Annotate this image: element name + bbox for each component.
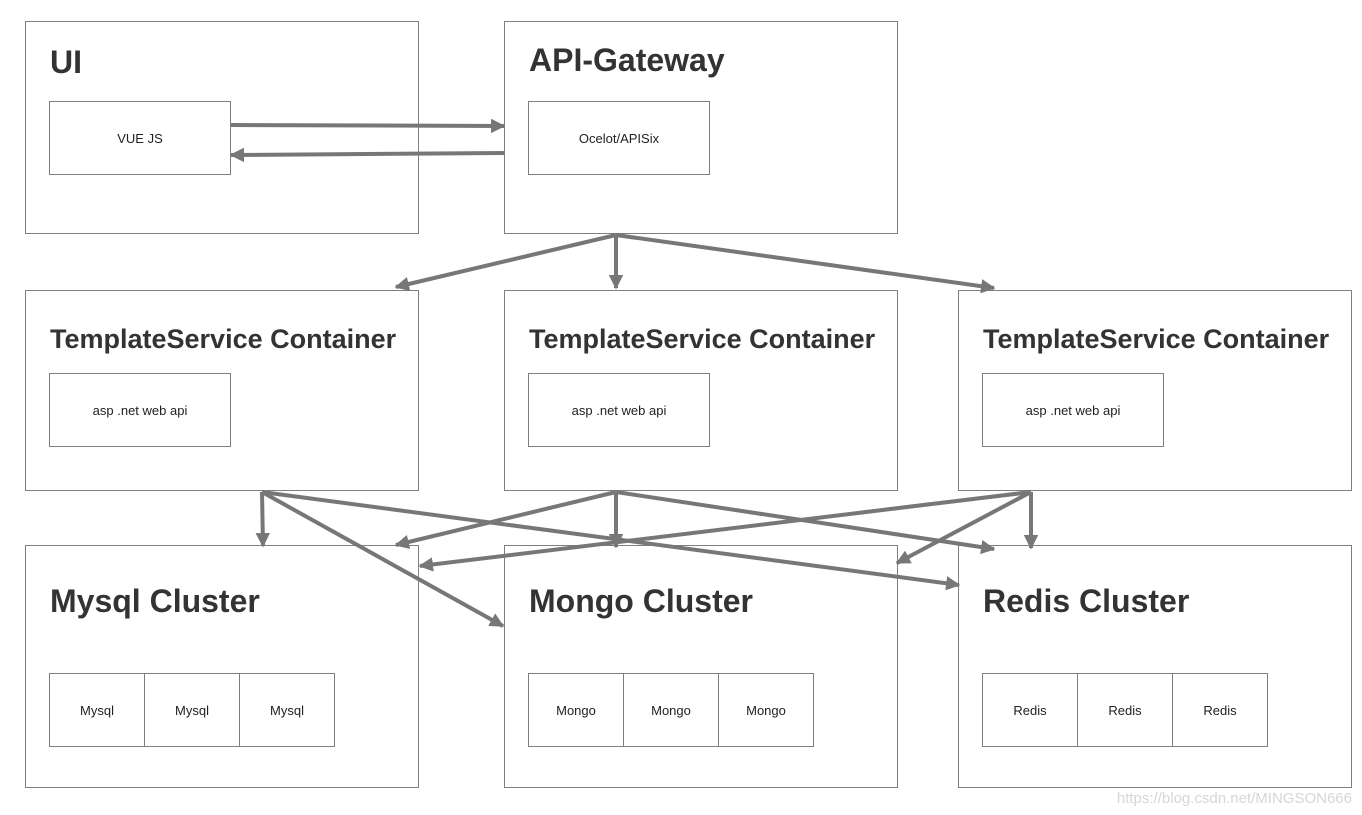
redis-node: Redis xyxy=(1172,673,1268,747)
redis-node: Redis xyxy=(982,673,1078,747)
web-api-box: asp .net web api xyxy=(982,373,1164,447)
template-service-title: TemplateService Container xyxy=(529,324,876,354)
template-service-title: TemplateService Container xyxy=(50,324,397,354)
template-service-panel-1: TemplateService Container asp .net web a… xyxy=(25,290,419,491)
template-service-panel-3: TemplateService Container asp .net web a… xyxy=(958,290,1352,491)
mysql-node: Mysql xyxy=(49,673,145,747)
mysql-node: Mysql xyxy=(239,673,335,747)
api-gateway-title: API-Gateway xyxy=(529,42,725,78)
vue-js-box: VUE JS xyxy=(49,101,231,175)
arrow-service-2-to-redis xyxy=(615,490,996,555)
redis-cluster-title: Redis Cluster xyxy=(983,583,1190,619)
mysql-node: Mysql xyxy=(144,673,240,747)
mongo-cluster-title: Mongo Cluster xyxy=(529,583,753,619)
mongo-node: Mongo xyxy=(528,673,624,747)
redis-cluster-panel: Redis Cluster Redis Redis Redis xyxy=(958,545,1352,788)
mongo-node: Mongo xyxy=(623,673,719,747)
watermark-text: https://blog.csdn.net/MINGSON666 xyxy=(1116,790,1352,807)
redis-node: Redis xyxy=(1077,673,1173,747)
ui-panel: UI VUE JS xyxy=(25,21,419,234)
arrow-service-2-to-mysql xyxy=(394,490,617,549)
template-service-title: TemplateService Container xyxy=(983,324,1330,354)
web-api-box: asp .net web api xyxy=(528,373,710,447)
arrow-service-1-to-mysql xyxy=(255,491,270,548)
ocelot-box: Ocelot/APISix xyxy=(528,101,710,175)
arrow-gateway-to-service-3 xyxy=(615,233,996,294)
mysql-cluster-title: Mysql Cluster xyxy=(50,583,260,619)
arrow-gateway-to-service-1 xyxy=(394,233,617,292)
ui-title: UI xyxy=(50,44,82,80)
template-service-panel-2: TemplateService Container asp .net web a… xyxy=(504,290,898,491)
web-api-box: asp .net web api xyxy=(49,373,231,447)
mongo-cluster-panel: Mongo Cluster Mongo Mongo Mongo xyxy=(504,545,898,788)
mysql-cluster-panel: Mysql Cluster Mysql Mysql Mysql xyxy=(25,545,419,788)
api-gateway-panel: API-Gateway Ocelot/APISix xyxy=(504,21,898,234)
mongo-node: Mongo xyxy=(718,673,814,747)
